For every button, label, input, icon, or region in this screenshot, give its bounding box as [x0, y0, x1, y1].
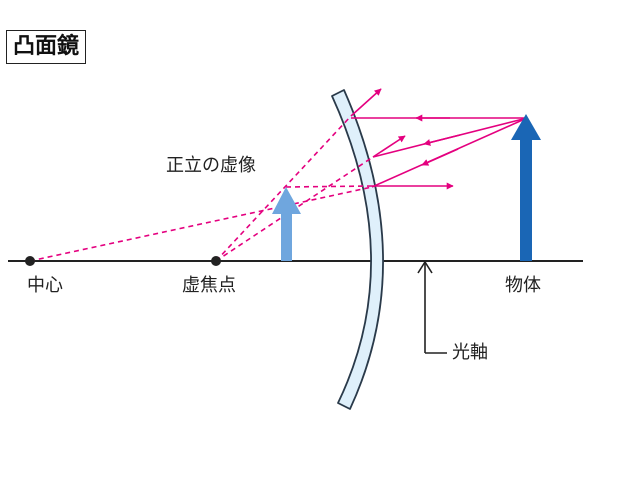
- convex-mirror: [331, 89, 384, 410]
- object-arrow-head: [511, 114, 541, 140]
- center-point: [25, 256, 35, 266]
- reflected-ray-2: [372, 135, 406, 158]
- diagram-title: 凸面鏡: [6, 30, 87, 64]
- axis-callout-arrowhead: [417, 260, 433, 274]
- incident-arrow-3: [421, 148, 459, 166]
- object-label: 物体: [505, 275, 541, 296]
- virtual-ray-center: [29, 186, 373, 262]
- virtual-ray-focus-1: [215, 115, 352, 262]
- incident-arrow-2: [423, 134, 461, 146]
- optical-axis-label: 光軸: [452, 342, 488, 363]
- virtual-image-label: 正立の虚像: [166, 155, 256, 176]
- virtual-image-arrow-head: [272, 187, 301, 214]
- virtual-image-arrow-shaft: [281, 214, 292, 261]
- reflected-ray-1: [350, 88, 382, 117]
- object-arrow-shaft: [520, 140, 532, 261]
- center-label: 中心: [27, 275, 63, 296]
- virtual-focus-label: 虚焦点: [182, 275, 236, 296]
- virtual-focus-point: [211, 256, 221, 266]
